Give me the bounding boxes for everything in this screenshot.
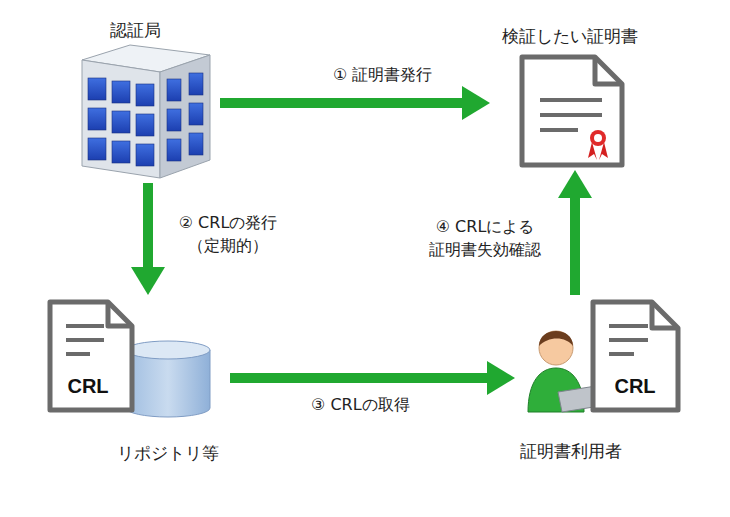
node-label: 証明書利用者 bbox=[520, 441, 622, 461]
edge-label: ③ CRLの取得 bbox=[308, 392, 413, 417]
arrow-head bbox=[558, 170, 592, 198]
edge-label: ② CRLの発行 （定期的） bbox=[165, 210, 291, 258]
crl-document: CRL bbox=[46, 298, 136, 414]
flow-arrow bbox=[220, 86, 490, 120]
crl-document: CRL bbox=[589, 298, 682, 414]
database-icon bbox=[126, 341, 210, 417]
node-label: リポジトリ等 bbox=[117, 443, 219, 463]
arrow-head bbox=[462, 86, 490, 120]
document-label: CRL bbox=[614, 374, 655, 398]
arrow-shaft bbox=[570, 196, 580, 295]
node-label: 認証局 bbox=[110, 20, 161, 40]
arrow-shaft bbox=[143, 183, 153, 269]
certificate-node: 検証したい証明書 bbox=[490, 22, 650, 170]
node-label: 検証したい証明書 bbox=[502, 26, 638, 46]
user-icon bbox=[528, 331, 600, 412]
arrow-head bbox=[131, 267, 165, 295]
flow-arrow bbox=[230, 361, 515, 395]
edge-label: ④ CRLによる 証明書失効確認 bbox=[412, 214, 558, 262]
document-label: CRL bbox=[67, 374, 108, 398]
edge-label: ① 証明書発行 bbox=[330, 62, 435, 87]
arrow-shaft bbox=[230, 373, 489, 383]
authority-node: 認証局 bbox=[75, 16, 220, 183]
user-node: 証明書利用者 CRL bbox=[515, 295, 690, 467]
arrow-head bbox=[487, 361, 515, 395]
crl-document-icon bbox=[50, 302, 132, 410]
arrow-shaft bbox=[220, 98, 464, 108]
certificate-icon bbox=[522, 57, 622, 165]
repository-node: リポジトリ等 CRL bbox=[40, 295, 230, 470]
flow-arrow bbox=[558, 170, 592, 295]
building-icon bbox=[82, 45, 210, 178]
crl-document-icon bbox=[593, 302, 678, 410]
flow-arrow bbox=[131, 183, 165, 295]
